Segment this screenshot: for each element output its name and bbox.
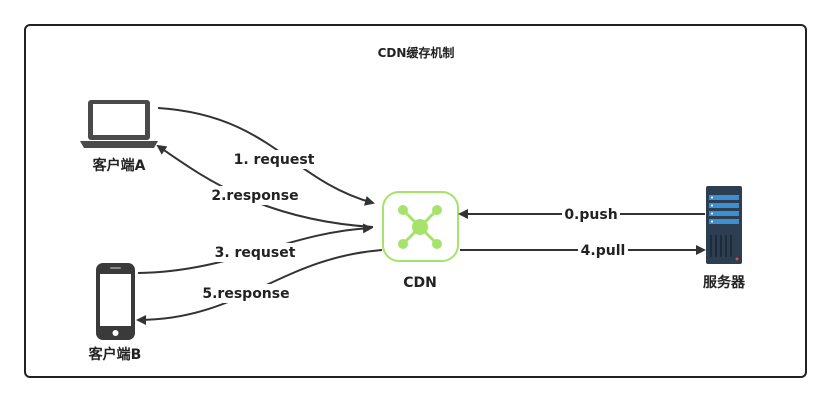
edge-label-push: 0.push bbox=[564, 207, 617, 223]
edge-label-response-b: 5.response bbox=[202, 286, 289, 302]
client-b-label: 客户端B bbox=[88, 346, 142, 363]
server-icon bbox=[706, 186, 742, 264]
cdn-network-icon bbox=[382, 191, 459, 262]
edge-label-request-b: 3. requset bbox=[215, 245, 296, 261]
edge-label-pull: 4.pull bbox=[581, 243, 626, 259]
diagram-frame bbox=[24, 24, 807, 378]
client-a-label: 客户端A bbox=[92, 157, 146, 174]
diagram-title: CDN缓存机制 bbox=[378, 45, 455, 60]
cdn-label: CDN bbox=[403, 275, 437, 291]
edge-request-a bbox=[157, 107, 375, 206]
edge-label-response-a: 2.response bbox=[211, 188, 298, 204]
server-label: 服务器 bbox=[703, 274, 746, 291]
edge-label-request-a: 1. request bbox=[234, 152, 315, 168]
smartphone-icon bbox=[96, 263, 135, 340]
laptop-icon bbox=[80, 100, 158, 148]
